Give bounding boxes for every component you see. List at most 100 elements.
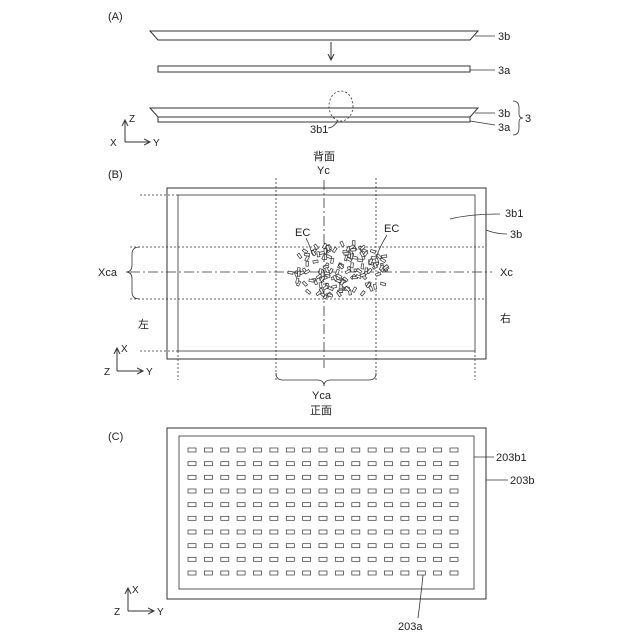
pad-203a [270, 530, 278, 534]
pad-203a [254, 544, 262, 548]
pad-203a [270, 516, 278, 520]
pad-203a [335, 544, 343, 548]
pad-203a [417, 544, 425, 548]
pad-203a [286, 544, 294, 548]
panel-b-label: (B) [108, 169, 123, 181]
pad-203a [368, 516, 376, 520]
ec-element [380, 282, 385, 286]
pad-203a [221, 530, 229, 534]
pad-203a [237, 544, 245, 548]
pad-203a [221, 544, 229, 548]
pad-203a [204, 489, 212, 493]
ec-element [332, 247, 337, 252]
pad-203a [254, 489, 262, 493]
pad-203a [434, 557, 442, 561]
pad-203a [237, 475, 245, 479]
panel-c: (C) 203b1 203b 203a X Z Y [108, 428, 534, 633]
pad-203a [335, 530, 343, 534]
pad-203a [221, 489, 229, 493]
ec-element [306, 289, 311, 294]
pad-203a [237, 489, 245, 493]
pad-203a [434, 503, 442, 507]
ec-element [345, 269, 351, 273]
pad-203a [385, 571, 393, 575]
pad-203a [221, 516, 229, 520]
pad-203a [254, 530, 262, 534]
pad-grid-203a [188, 448, 458, 575]
label-xca: Xca [98, 267, 118, 279]
pad-203a [401, 475, 409, 479]
pad-203a [286, 530, 294, 534]
pad-203a [319, 544, 327, 548]
pad-203a [352, 489, 360, 493]
panel-c-label: (C) [108, 431, 123, 443]
pad-203a [385, 462, 393, 466]
pad-203a [319, 516, 327, 520]
label-3b-b: 3b [510, 229, 522, 241]
pad-203a [417, 571, 425, 575]
pad-203a [204, 571, 212, 575]
leader-3b-b [486, 230, 507, 234]
brace-xca [126, 247, 140, 299]
ec-element [317, 252, 320, 257]
pad-203a [450, 462, 458, 466]
pad-203a [221, 475, 229, 479]
pad-203a [270, 489, 278, 493]
pad-203a [401, 516, 409, 520]
pad-203a [319, 489, 327, 493]
pad-203a [188, 503, 196, 507]
pad-203a [270, 544, 278, 548]
ec-element [319, 283, 322, 288]
pad-203a [385, 530, 393, 534]
panel-a: (A) 3b 3a 3b1 3b 3a 3 Z X Y [108, 11, 531, 149]
pad-203a [303, 503, 311, 507]
ec-element [306, 261, 309, 266]
pad-203a [221, 448, 229, 452]
ec-element [336, 274, 342, 279]
pad-203a [335, 557, 343, 561]
ec-element [309, 279, 314, 282]
pad-203a [188, 571, 196, 575]
pad-203a [204, 448, 212, 452]
axis-c-z-label: Z [114, 607, 120, 618]
ec-element [360, 291, 365, 296]
pad-203a [385, 516, 393, 520]
pad-203a [303, 516, 311, 520]
pad-203a [335, 503, 343, 507]
pad-203a [385, 544, 393, 548]
pad-203a [352, 530, 360, 534]
ec-element [351, 263, 354, 268]
leader-203a [418, 575, 423, 618]
pad-203a [401, 462, 409, 466]
pad-203a [401, 503, 409, 507]
ec-element [380, 258, 385, 263]
pad-203a [335, 571, 343, 575]
pad-203a [368, 571, 376, 575]
label-ec-right: EC [384, 223, 399, 235]
pad-203a [303, 489, 311, 493]
pad-203a [188, 448, 196, 452]
label-ec-left: EC [295, 227, 310, 239]
label-3a: 3a [498, 65, 511, 77]
assembled-plate-3a [158, 117, 470, 122]
pad-203a [401, 530, 409, 534]
pad-203a [319, 475, 327, 479]
pad-203a [237, 571, 245, 575]
pad-203a [237, 557, 245, 561]
pad-203a [417, 530, 425, 534]
pad-203a [303, 475, 311, 479]
axis-c-y-label: Y [157, 607, 164, 618]
pad-203a [254, 503, 262, 507]
pad-203a [204, 503, 212, 507]
pad-203a [204, 475, 212, 479]
label-3b1: 3b1 [310, 124, 328, 136]
pad-203a [270, 503, 278, 507]
ec-element [375, 272, 381, 276]
ec-element [297, 253, 302, 258]
axis-a-y-label: Y [153, 138, 160, 149]
ec-element [360, 252, 365, 258]
label-assembly-3: 3 [525, 113, 531, 125]
label-3b-top: 3b [498, 31, 510, 43]
pad-203a [237, 448, 245, 452]
pad-203a [188, 516, 196, 520]
